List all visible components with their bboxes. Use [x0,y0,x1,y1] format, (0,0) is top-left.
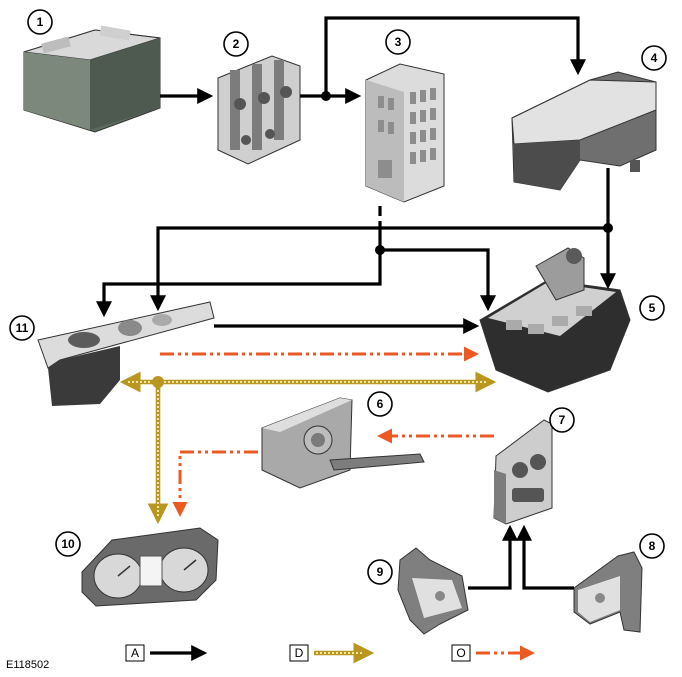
svg-text:4: 4 [651,51,658,65]
svg-text:D: D [295,646,304,660]
callout-6: 6 [367,391,393,417]
valve-body-component [479,247,631,393]
callout-11: 11 [9,315,35,341]
control-module-component [511,71,657,191]
callout-7: 7 [549,407,575,433]
selector-panel-component [493,419,553,525]
svg-text:3: 3 [395,35,402,49]
bus-node [152,376,164,388]
svg-text:8: 8 [649,539,656,553]
wire-junction-to-switchpack [96,250,382,318]
wire-module-to-switchpack [150,226,608,312]
wiring-d-group [119,371,497,525]
callout-4: 4 [641,45,667,71]
callout-1: 1 [27,9,53,35]
callout-8: 8 [639,533,665,559]
right-paddle-component [573,551,643,633]
junction-node [375,245,385,255]
fuse-holder-component [217,55,301,165]
svg-text:O: O [456,646,465,660]
battery-component [23,25,161,133]
legend-item-a: A [125,644,208,662]
junction-node [321,91,331,101]
wire-fuse-to-module [324,16,586,96]
junction-node [603,223,613,233]
column-switch-component [261,397,425,489]
reference-code: E118502 [6,659,49,671]
callout-9: 9 [367,559,393,585]
svg-text:7: 7 [559,413,566,427]
legend-item-d: D [289,642,375,664]
wire-paddle-left-to-panel [468,524,518,590]
svg-text:5: 5 [649,301,656,315]
wire-column-switch-to-cluster [172,450,258,517]
legend: A D O [125,642,535,664]
callout-10: 10 [55,531,81,557]
svg-text:A: A [131,646,139,660]
left-paddle-component [397,547,469,635]
callout-5: 5 [639,295,665,321]
junction-box-component [365,63,445,203]
legend-item-o: O [451,644,535,662]
svg-text:9: 9 [377,565,384,579]
wire-junction-to-valve [378,228,496,312]
svg-text:2: 2 [233,37,240,51]
svg-text:6: 6 [377,397,384,411]
callout-2: 2 [223,31,249,57]
svg-text:1: 1 [37,15,44,29]
svg-text:11: 11 [16,321,29,335]
callout-3: 3 [385,29,411,55]
instrument-cluster-component [81,527,219,607]
wiring-a-group [96,16,616,590]
svg-text:10: 10 [61,537,75,551]
console-switchpack-component [37,301,215,406]
wire-paddle-right-to-panel [516,524,574,590]
wiring-o-group [160,346,494,517]
